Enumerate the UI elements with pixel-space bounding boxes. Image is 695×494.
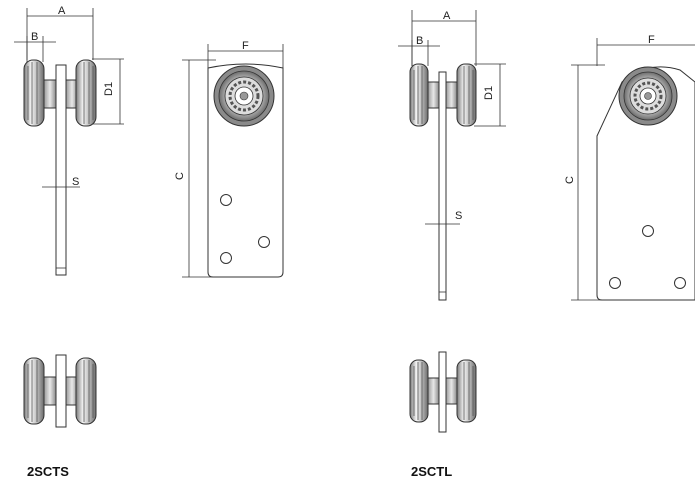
dimension-d1-2sctl <box>474 63 506 127</box>
dim-label-c: C <box>174 172 186 180</box>
dim-label-b: B <box>416 35 423 47</box>
dim-label-c: C <box>564 176 576 184</box>
dimension-s-2scts <box>42 183 80 191</box>
right-wheel <box>75 59 97 127</box>
dimension-d1-2scts <box>92 58 124 125</box>
side-view-2sctl: A B D1 S <box>398 10 506 301</box>
dim-label-d1: D1 <box>103 82 115 96</box>
dim-label-a: A <box>443 10 451 22</box>
mounting-hole <box>220 194 232 206</box>
dim-label-s: S <box>455 210 462 222</box>
dim-label-s: S <box>72 176 79 188</box>
mounting-hole <box>220 252 232 264</box>
model-label-2sctl: 2SCTL <box>411 464 453 479</box>
left-wheel <box>23 59 45 127</box>
side-view-2scts: A B D1 <box>14 5 124 276</box>
dimension-s-2sctl <box>425 220 460 228</box>
dim-label-d1: D1 <box>483 86 495 100</box>
side-plate <box>55 64 67 276</box>
front-view-2scts: F C <box>174 40 284 278</box>
dim-label-f: F <box>242 40 249 52</box>
dimension-f-2scts <box>207 44 284 70</box>
dimension-f-2sctl <box>596 38 695 66</box>
dim-label-a: A <box>58 5 66 17</box>
left-hub <box>43 79 57 109</box>
mounting-hole <box>609 277 621 289</box>
dim-label-b: B <box>31 31 38 43</box>
front-view-2sctl: F C <box>564 34 695 301</box>
mounting-hole <box>642 225 654 237</box>
bottom-view-2scts <box>23 354 97 428</box>
bottom-view-2sctl <box>409 351 477 433</box>
model-label-2scts: 2SCTS <box>27 464 69 479</box>
mounting-hole <box>674 277 686 289</box>
side-plate <box>438 71 447 301</box>
dimension-b-2sctl <box>398 40 440 66</box>
dimension-b-2scts <box>14 36 56 62</box>
dim-label-f: F <box>648 34 655 46</box>
mounting-hole <box>258 236 270 248</box>
